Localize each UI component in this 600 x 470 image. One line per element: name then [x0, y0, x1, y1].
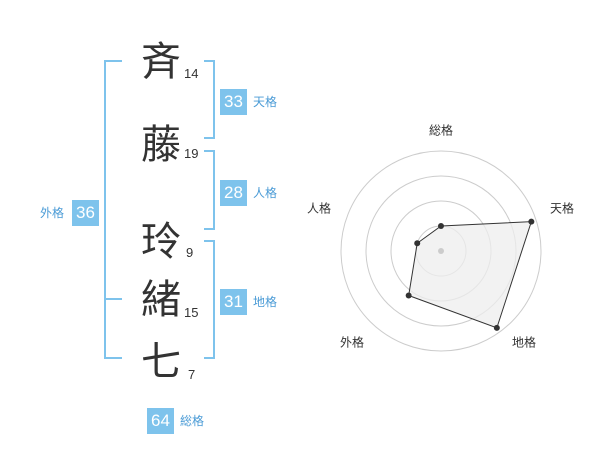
radar-point-4: [405, 292, 412, 299]
soukaku-value: 64: [147, 408, 174, 434]
chikaku-bracket-bottom: [204, 357, 215, 359]
radar-axis-label-soukaku: 総格: [428, 123, 454, 138]
stroke-count-4: 15: [184, 305, 199, 320]
chikaku-bracket-vertical: [213, 240, 215, 359]
soukaku-label: 総格: [180, 414, 205, 428]
tenkaku-bracket-top: [204, 60, 215, 62]
jinkaku-value: 28: [220, 180, 247, 206]
gaikaku-label: 外格: [40, 206, 65, 220]
gaikaku-bracket-mid: [104, 298, 122, 300]
chikaku-bracket-top: [204, 240, 215, 242]
radar-axis-label-chikaku: 地格: [511, 335, 537, 350]
radar-data-polygon: [408, 221, 533, 329]
tenkaku-bracket-vertical: [213, 60, 215, 139]
stroke-count-2: 19: [184, 146, 199, 161]
stroke-count-5: 7: [188, 367, 196, 382]
radar-axis-label-tenkaku: 天格: [549, 201, 575, 216]
gaikaku-bracket-bottom: [104, 357, 122, 359]
radar-point-1: [438, 223, 444, 229]
jinkaku-bracket-bottom: [204, 228, 215, 230]
jinkaku-bracket-top: [204, 150, 215, 152]
chikaku-value: 31: [220, 289, 247, 315]
radar-point-5: [414, 240, 421, 247]
stroke-count-3: 9: [186, 245, 194, 260]
tenkaku-value: 33: [220, 89, 247, 115]
jinkaku-bracket-vertical: [213, 150, 215, 230]
tenkaku-label: 天格: [253, 95, 278, 109]
chikaku-label: 地格: [253, 295, 278, 309]
gaikaku-bracket-top: [104, 60, 122, 62]
name-char-5: 七: [141, 339, 181, 385]
name-char-1: 斉: [141, 39, 181, 85]
radar-point-2: [528, 218, 535, 225]
jinkaku-label: 人格: [253, 186, 278, 200]
radar-center-dot: [438, 248, 444, 254]
name-char-4: 緒: [141, 277, 181, 323]
gaikaku-value: 36: [72, 200, 99, 226]
radar-axis-label-jinkaku: 人格: [306, 201, 332, 216]
tenkaku-bracket-bottom: [204, 137, 215, 139]
radar-point-3: [493, 324, 500, 331]
name-char-2: 藤: [141, 122, 181, 168]
radar-axis-label-gaikaku: 外格: [339, 335, 365, 350]
stroke-count-1: 14: [184, 66, 199, 81]
name-char-3: 玲: [141, 219, 181, 265]
gaikaku-bracket-vertical: [104, 60, 106, 359]
radar-grid-ring-4: [340, 150, 542, 352]
